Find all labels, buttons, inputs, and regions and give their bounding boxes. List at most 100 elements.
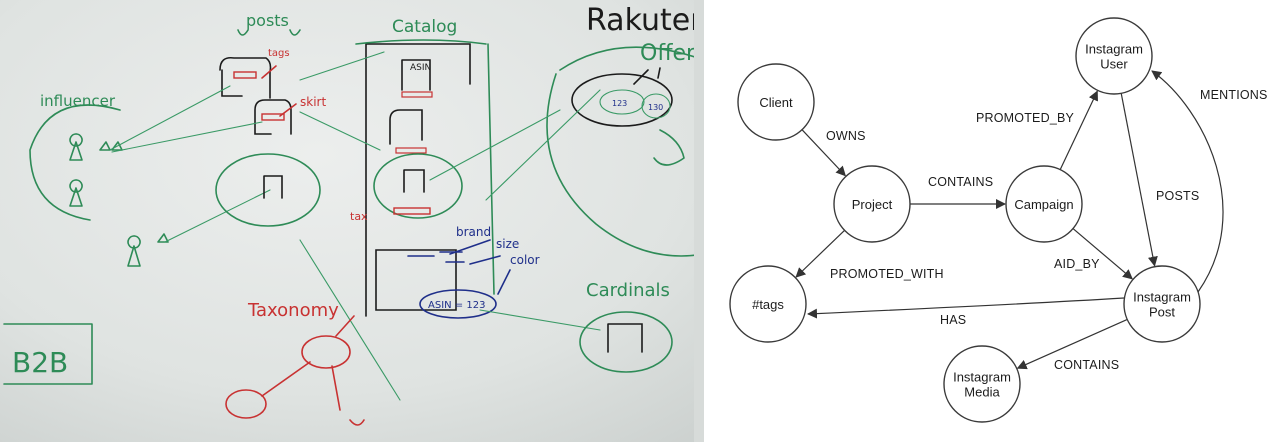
node-circle-tags	[729, 265, 807, 343]
post-box-1	[219, 56, 272, 99]
influencer-outline	[29, 104, 121, 221]
edge-label-has: HAS	[940, 313, 966, 327]
catalog-item-1	[401, 59, 431, 91]
cardinals-item	[607, 323, 643, 353]
edge-label-posts: POSTS	[1156, 189, 1199, 203]
edge-promoted-by	[1059, 90, 1098, 170]
taxonomy-node-1	[301, 335, 351, 369]
node-label-project: Project	[852, 197, 893, 212]
asin-box-label: ASIN	[410, 63, 431, 73]
size-note: size	[496, 237, 519, 251]
offer-arrows	[633, 67, 661, 85]
offer-123: 123	[612, 99, 627, 108]
node-label-instagram-user: Instagram	[1085, 42, 1143, 57]
selected-item-ring	[373, 153, 463, 219]
taxonomy-arrow	[335, 315, 355, 337]
offers-outline	[546, 46, 704, 257]
node-label-instagram-media: Media	[964, 385, 1000, 400]
node-label-instagram-post: Instagram	[1133, 290, 1191, 305]
asin-value-ring	[419, 289, 497, 319]
node-circle-instagram-user	[1075, 17, 1153, 95]
offers-label: Offers	[640, 41, 704, 66]
person-icon-1	[69, 133, 83, 161]
node-campaign: Campaign	[1005, 165, 1083, 243]
post-box-2	[254, 99, 292, 135]
edge-promoted-with	[795, 229, 846, 278]
skirt-note: skirt	[300, 95, 326, 109]
brand-note: brand	[456, 225, 491, 239]
node-label-campaign: Campaign	[1014, 197, 1073, 212]
offer-blob	[653, 129, 685, 166]
center-blob	[215, 153, 321, 227]
whiteboard-surface	[0, 0, 704, 442]
edges-layer	[795, 70, 1224, 370]
node-project: Project	[833, 165, 911, 243]
posts-bracket	[237, 29, 301, 36]
catalog-item-3	[403, 169, 425, 193]
person-icon-3	[127, 235, 141, 267]
red-arrows	[261, 65, 297, 117]
node-tags: #tags	[729, 265, 807, 343]
taxonomy-edges	[261, 361, 365, 426]
taxonomy-label: Taxonomy	[247, 300, 339, 321]
node-circle-client	[737, 63, 815, 141]
small-person-marks	[99, 141, 169, 243]
node-label-instagram-media: Instagram	[953, 370, 1011, 385]
color-note: color	[510, 253, 540, 267]
influencer-label: influencer	[40, 92, 116, 110]
b2b-label: B2B	[12, 346, 68, 379]
catalog-item-2	[389, 109, 423, 145]
rakuten-label: Rakuten	[586, 3, 704, 38]
node-circle-project	[833, 165, 911, 243]
edge-label-aid-by: AID_BY	[1054, 257, 1100, 271]
catalog-label: Catalog	[392, 17, 457, 37]
attribute-marks	[407, 251, 465, 263]
tags-note: tags	[268, 48, 290, 59]
node-label-instagram-post: Post	[1149, 305, 1175, 320]
board-edge	[694, 0, 704, 442]
edge-owns	[801, 129, 846, 177]
whiteboard-sketch: posts tags skirt Catalog ASIN tax bra	[0, 0, 704, 442]
tax-note: tax	[350, 210, 368, 223]
center-item	[263, 175, 283, 199]
graph-schema-diagram: OWNS CONTAINS PROMOTED_WITH PROMOTED_BY AID_…	[704, 0, 1280, 442]
graph-canvas: OWNS CONTAINS PROMOTED_WITH PROMOTED_BY AID_…	[729, 17, 1268, 423]
taxonomy-node-2	[225, 389, 267, 419]
offer-130: 130	[648, 103, 663, 112]
node-label-instagram-user: User	[1100, 57, 1128, 72]
asin-value-note: ASIN = 123	[428, 300, 485, 311]
edge-label-contains-media: CONTAINS	[1054, 358, 1119, 372]
edge-aid-by	[1072, 228, 1133, 280]
cardinals-label: Cardinals	[586, 280, 670, 301]
b2b-frame	[3, 323, 93, 385]
posts-label: posts	[246, 11, 289, 30]
cardinals-ring	[579, 311, 673, 373]
blue-arrows	[449, 239, 511, 295]
node-label-tags: #tags	[752, 297, 784, 312]
offer-group-ring	[571, 73, 673, 127]
edge-label-contains-campaign: CONTAINS	[928, 175, 993, 189]
node-label-client: Client	[759, 95, 793, 110]
edge-label-mentions: MENTIONS	[1200, 88, 1268, 102]
edge-labels-layer: OWNS CONTAINS PROMOTED_WITH PROMOTED_BY AID_…	[826, 88, 1268, 372]
catalog-item-4	[375, 249, 457, 311]
edge-mentions	[1151, 70, 1224, 293]
person-icon-2	[69, 179, 83, 207]
node-circle-instagram-media	[943, 345, 1021, 423]
catalog-outline	[355, 39, 495, 295]
edge-label-promoted-with: PROMOTED_WITH	[830, 267, 944, 281]
edge-contains-media	[1016, 318, 1128, 370]
node-client: Client	[737, 63, 815, 141]
edge-label-owns: OWNS	[826, 129, 866, 143]
edge-label-promoted-by: PROMOTED_BY	[976, 111, 1075, 125]
edge-has	[807, 297, 1125, 319]
catalog-frame	[365, 43, 471, 317]
node-circle-campaign	[1005, 165, 1083, 243]
node-circle-instagram-post	[1123, 265, 1201, 343]
whiteboard-photo: posts tags skirt Catalog ASIN tax bra	[0, 0, 704, 442]
